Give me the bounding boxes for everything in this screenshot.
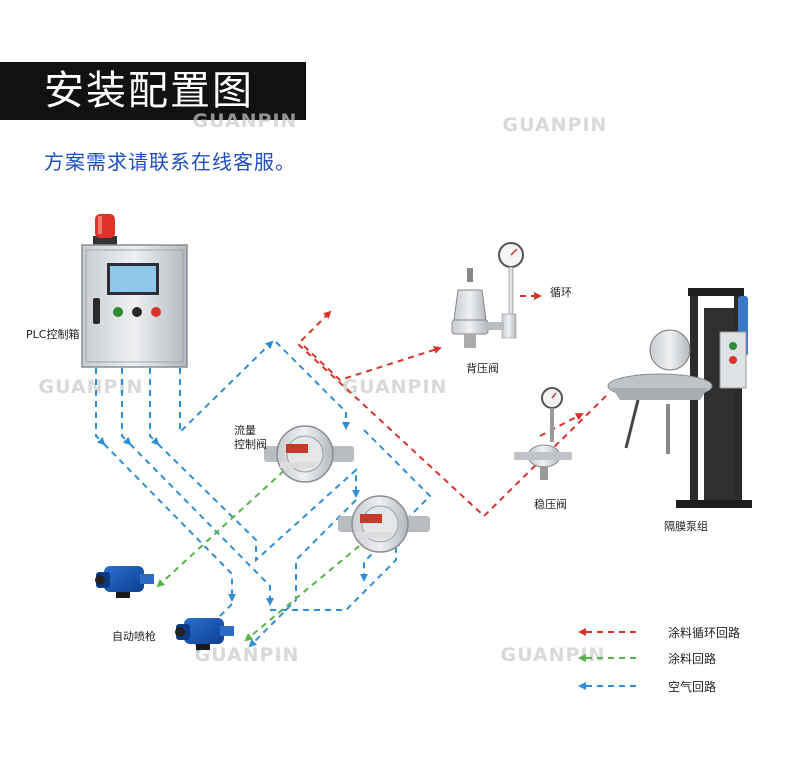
flow-control-valve (264, 425, 354, 483)
legend-label-air: 空气回路 (668, 680, 717, 694)
back-pressure-valve (451, 242, 524, 348)
spray-gun (95, 566, 154, 598)
air-line (179, 340, 274, 435)
circulation-line (296, 310, 607, 518)
page-title: 安装配置图 (44, 68, 254, 114)
switch-icon (132, 307, 142, 317)
door-handle-icon (93, 298, 100, 324)
spray-gun-label: 自动喷枪 (112, 630, 156, 643)
air-line (129, 443, 274, 606)
circulation-line (539, 413, 584, 437)
flow-valve-label: 流量 (234, 424, 256, 437)
spray-gun (175, 618, 234, 650)
watermark-logo: GUANPIN (502, 114, 608, 136)
watermark-logo: GUANPIN (194, 644, 300, 666)
air-line (157, 443, 360, 563)
air-line (149, 368, 160, 446)
pressure-regulator (514, 387, 572, 480)
plc-label: PLC控制箱 (26, 328, 80, 341)
air-line (270, 538, 400, 611)
legend (578, 628, 636, 690)
air-line (121, 368, 132, 446)
regulator-label: 稳压阀 (534, 498, 567, 511)
circulation-label: 循环 (550, 286, 572, 299)
legend-label-paint: 涂料回路 (668, 652, 717, 666)
circulation-line (303, 345, 442, 382)
air-line (95, 368, 106, 446)
valve-label-plate (286, 444, 308, 453)
diaphragm-pump-unit (607, 288, 752, 508)
air-lines (95, 340, 432, 652)
flow-control-valve (338, 495, 430, 553)
flow-valve-label: 控制阀 (234, 438, 267, 451)
paint-circulation-lines (296, 292, 607, 518)
warning-beacon-base (93, 236, 117, 245)
title-bar (0, 62, 306, 120)
paint-line (156, 455, 301, 588)
valve-label-plate (360, 514, 382, 523)
air-line (360, 429, 432, 582)
stop-button-icon (151, 307, 161, 317)
plc-control-box (81, 214, 188, 368)
switch-icon (113, 307, 123, 317)
page-subtitle: 方案需求请联系在线客服。 (44, 150, 296, 174)
paint-lines (156, 455, 377, 642)
watermark-logo: GUANPIN (38, 376, 144, 398)
legend-label-circulation: 涂料循环回路 (668, 626, 741, 640)
back-pressure-valve-label: 背压阀 (466, 362, 499, 375)
paint-line (244, 531, 377, 642)
air-line (248, 499, 357, 648)
air-line (103, 443, 236, 602)
watermark-logo: GUANPIN (342, 376, 448, 398)
pump-label: 隔膜泵组 (664, 520, 708, 533)
watermark-logo: GUANPIN (192, 110, 298, 132)
